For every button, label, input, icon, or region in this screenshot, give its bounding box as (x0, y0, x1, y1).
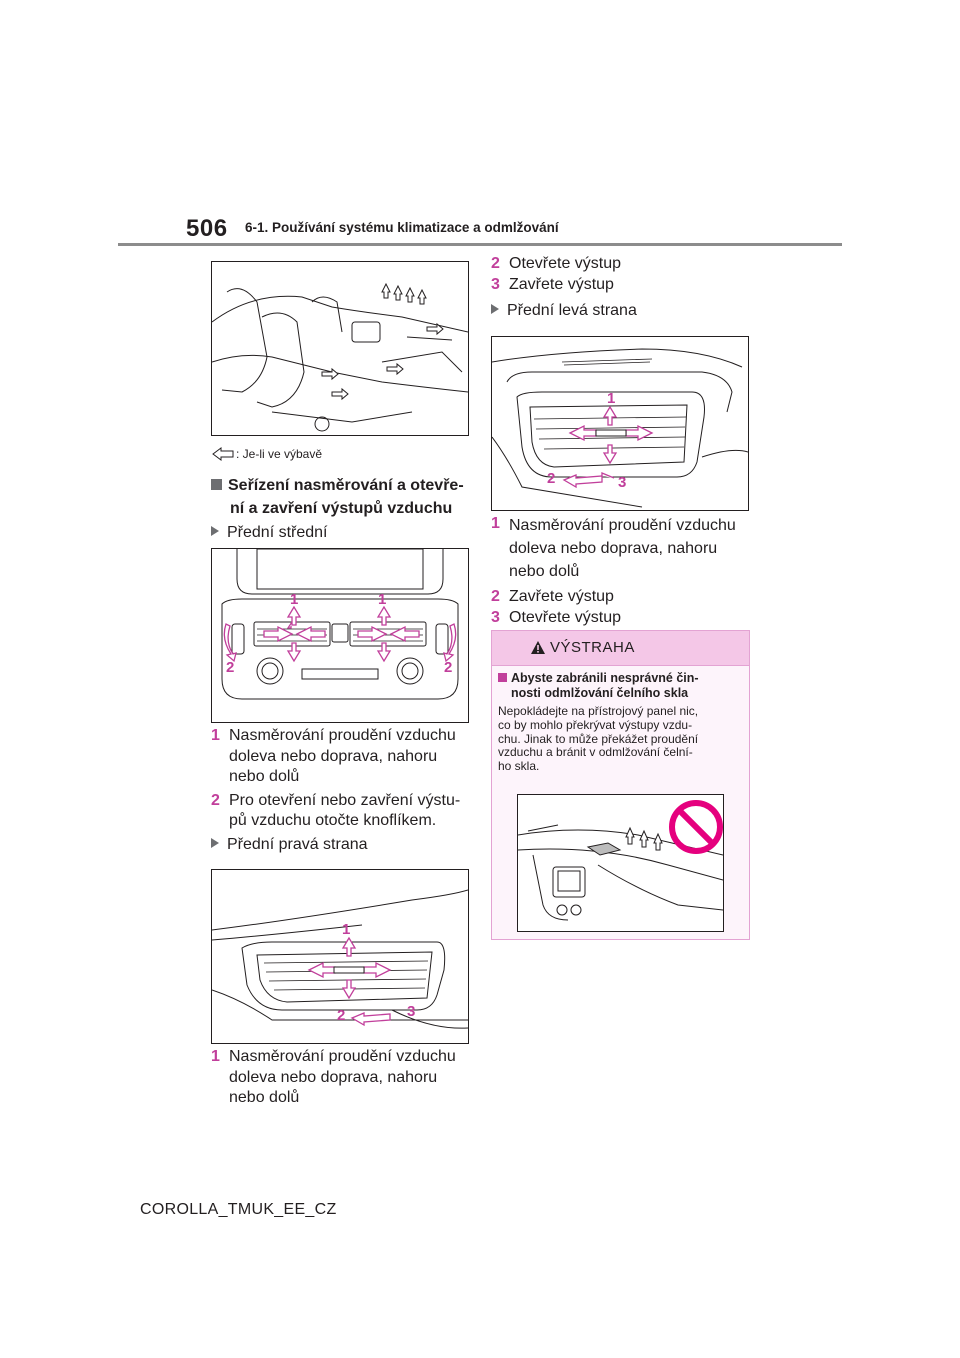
right-vent-illustration: 1 2 3 (212, 889, 468, 1029)
list-item: 3 Otevřete výstup (491, 608, 622, 626)
left-label-3: 3 (618, 474, 626, 491)
warning-title: VÝSTRAHA (550, 639, 635, 656)
center-label-2b: 2 (444, 659, 452, 676)
chapter-title: 6-1. Používání systému klimatizace a odm… (245, 220, 559, 235)
cabin-illustration (212, 282, 468, 432)
list-item: 1 Nasměrování proudění vzduchu doleva ne… (491, 515, 736, 580)
warning-bullet-icon (498, 673, 507, 682)
list-item: 3 Zavřete výstup (491, 275, 614, 293)
square-bullet-icon (211, 479, 222, 490)
left-side-items-list: 1 Nasměrování proudění vzduchu doleva ne… (491, 514, 751, 628)
prohibited-icon (669, 800, 723, 854)
warning-subheading: Abyste zabránili nesprávné čin- nosti od… (498, 671, 738, 701)
footer-doc-id: COROLLA_TMUK_EE_CZ (140, 1201, 337, 1218)
subheading-right: Přední pravá strana (211, 835, 368, 856)
optional-arrow-icon (212, 447, 234, 461)
right-label-1: 1 (342, 921, 350, 938)
subheading-left: Přední levá strana (491, 301, 637, 322)
cabin-airflow-figure (211, 261, 469, 436)
warning-body: Nepokládejte na přístrojový panel nic, c… (498, 704, 699, 774)
right-label-2: 2 (337, 1007, 345, 1024)
center-vents-illustration: 1 1 2 2 (221, 549, 459, 700)
list-item: 1 Nasměrování proudění vzduchu doleva ne… (211, 727, 456, 785)
center-label-1b: 1 (378, 591, 386, 608)
triangle-bullet-icon (211, 838, 219, 848)
heading-line-2: ní a zavření výstupů vzduchu (230, 500, 453, 517)
center-label-2a: 2 (226, 659, 234, 676)
right-side-items-list: 1 Nasměrování proudění vzduchu doleva ne… (211, 1047, 471, 1109)
warning-triangle-icon (531, 641, 545, 654)
left-label-1: 1 (607, 390, 615, 407)
prohibited-dashboard-figure (517, 794, 724, 932)
list-item: 1 Nasměrování proudění vzduchu doleva ne… (211, 1048, 456, 1106)
legend-text: : Je-li ve výbavě (236, 447, 323, 461)
header-rule (118, 243, 842, 246)
center-items-list: 1 Nasměrování proudění vzduchu doleva ne… (211, 726, 471, 832)
center-label-1a: 1 (290, 591, 298, 608)
list-item: 2 Pro otevření nebo zavření výstu- pů vz… (211, 791, 461, 830)
list-item: 2 Zavřete výstup (491, 588, 614, 605)
list-item: 2 Otevřete výstup (491, 255, 622, 272)
triangle-bullet-icon (211, 526, 219, 536)
continued-items-list: 2 Otevřete výstup 3 Zavřete výstup (491, 254, 751, 295)
left-label-2: 2 (547, 470, 555, 487)
warning-box: VÝSTRAHA Abyste zabránili nesprávné čin-… (491, 630, 750, 940)
triangle-bullet-icon (491, 304, 499, 314)
subheading-center: Přední střední (211, 523, 328, 544)
center-vents-figure: 1 1 2 2 (211, 548, 469, 723)
dashboard-illustration (518, 800, 723, 921)
heading-line-1: Seřízení nasměrování a otevře- (228, 477, 464, 494)
right-label-3: 3 (407, 1003, 415, 1020)
section-heading: Seřízení nasměrování a otevře- ní a zavř… (211, 474, 464, 520)
page-number: 506 (186, 215, 228, 242)
warning-header: VÝSTRAHA (492, 631, 749, 666)
left-vent-figure: 1 2 3 (491, 336, 749, 511)
right-vent-figure: 1 2 3 (211, 869, 469, 1044)
left-vent-illustration: 1 2 3 (492, 348, 748, 508)
